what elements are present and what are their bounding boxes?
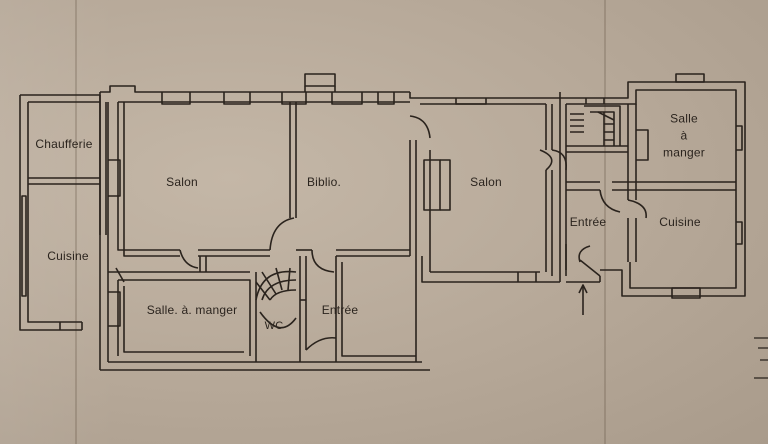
paper-crease <box>604 0 606 444</box>
room-label-chaufferie: Chaufferie <box>35 137 93 151</box>
left-block-walls <box>99 73 431 371</box>
room-label-salle-line3: manger <box>663 145 705 160</box>
room-label-wc: WC <box>264 320 284 332</box>
room-label-salon-left: Salon <box>166 175 198 189</box>
left-annex-walls <box>19 94 107 331</box>
room-label-biblio: Biblio. <box>306 175 342 189</box>
room-label-salle-line2: à <box>680 128 688 143</box>
right-block-walls <box>551 73 746 315</box>
room-label-salle-a-manger-left: Salle. à. manger <box>146 303 238 317</box>
center-block-walls <box>409 92 560 283</box>
room-label-cuisine-left: Cuisine <box>47 249 89 263</box>
room-label-salle-line1: Salle <box>670 111 698 126</box>
room-label-salle-a-manger-right: Salle à manger <box>663 111 705 162</box>
room-label-salon-right: Salon <box>470 175 502 189</box>
room-label-cuisine-right: Cuisine <box>659 215 701 229</box>
room-label-entree-left: Entrée <box>321 303 359 317</box>
room-label-entree-right: Entrée <box>569 215 607 229</box>
paper-crease <box>75 0 77 444</box>
